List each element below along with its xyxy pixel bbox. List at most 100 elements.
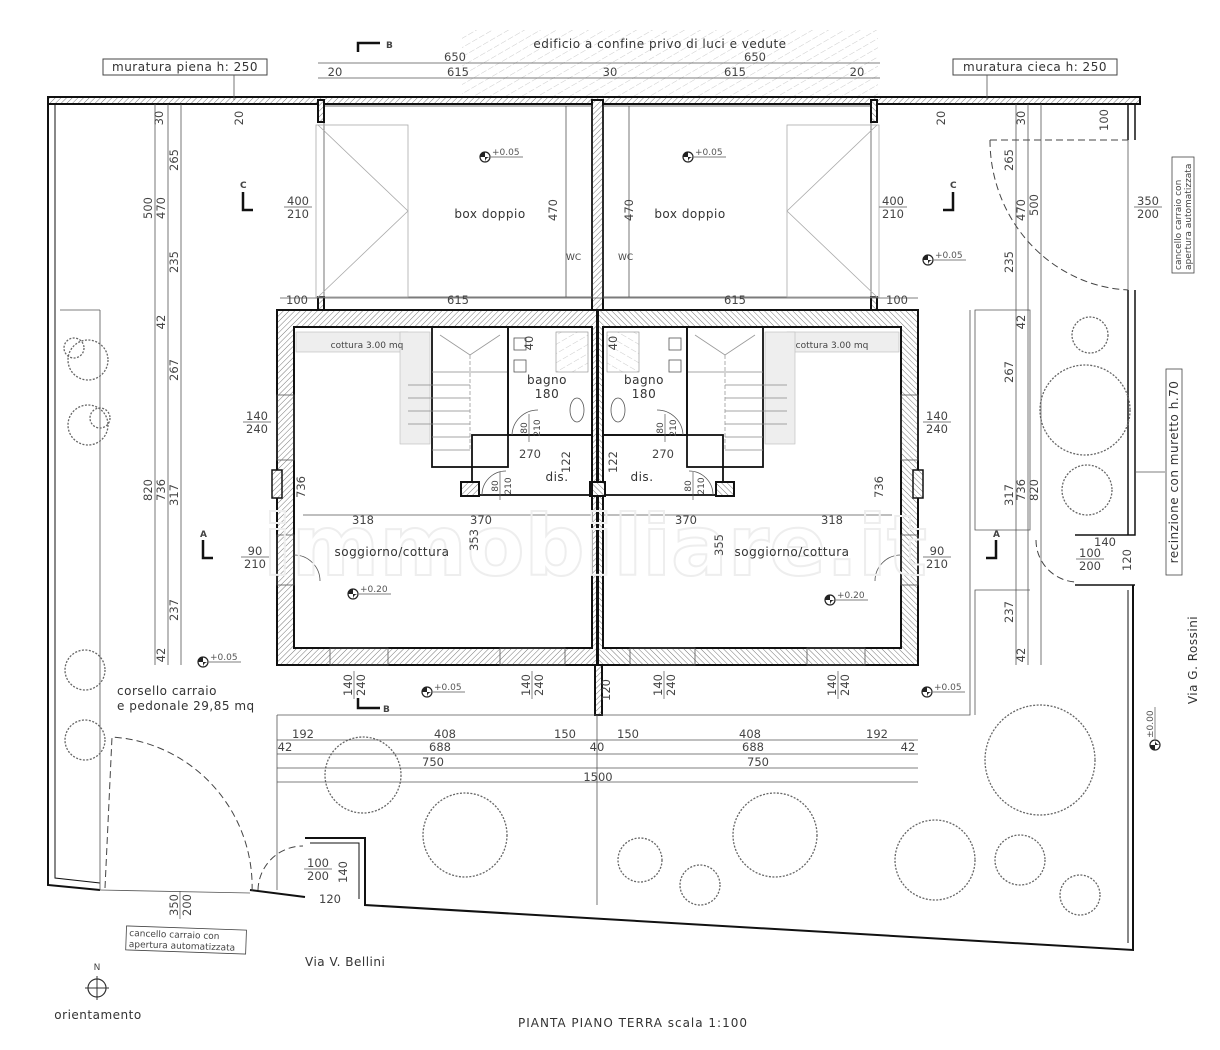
dimension-label: 42 <box>901 740 916 754</box>
dimension-label: 650 <box>444 50 466 64</box>
dimension-label: 30 <box>152 111 166 126</box>
level-marker: +0.20 <box>347 585 391 600</box>
dimension-label: 736 <box>294 476 308 498</box>
room-living-east: soggiorno/cottura <box>735 545 850 559</box>
level-marker: +0.20 <box>824 591 868 606</box>
opening-width: 80 <box>520 422 530 434</box>
dimension-label: 318 <box>352 513 374 527</box>
opening-width: 140 <box>926 409 948 423</box>
opening-width: 400 <box>287 194 309 208</box>
dimension-label: 40 <box>522 336 536 351</box>
dimension-label: 40 <box>606 336 620 351</box>
dimension-label: 317 <box>1002 484 1016 506</box>
dimension-label: 615 <box>447 65 469 79</box>
dimension-label: 615 <box>724 65 746 79</box>
dimension-label: 500 <box>1027 194 1041 216</box>
dimension-label: 408 <box>434 727 456 741</box>
dimension-label: 267 <box>1002 361 1016 383</box>
dimension-label: 267 <box>167 359 181 381</box>
opening-width: 100 <box>307 856 329 870</box>
dimension-label: 140 <box>336 861 350 883</box>
north-compass-icon <box>85 976 109 1000</box>
opening-width: 140 <box>825 674 839 696</box>
level-value: +0.05 <box>935 251 963 261</box>
opening-height: 210 <box>669 419 679 436</box>
dimension-label: 30 <box>603 65 618 79</box>
dimension-label: 270 <box>519 447 541 461</box>
opening-height: 210 <box>533 419 543 436</box>
fence-note-text: recinzione con muretto h.70 <box>1167 381 1181 564</box>
dimension-label: 42 <box>154 315 168 330</box>
opening-height: 240 <box>838 674 852 696</box>
pedestrian-gate-south <box>257 845 304 891</box>
level-value: +0.05 <box>492 148 520 158</box>
opening-labels: 4002104002103502001402401402409021090210… <box>167 194 1162 919</box>
dimension-label: 100 <box>286 293 308 307</box>
dimension-label: 40 <box>590 740 605 754</box>
opening-width: 350 <box>167 894 181 916</box>
neighbour-building <box>462 30 878 98</box>
dimension-label: 650 <box>744 50 766 64</box>
opening-width: 80 <box>656 422 666 434</box>
dimension-label: 100 <box>1097 109 1111 131</box>
room-bath-east: bagno <box>624 373 664 387</box>
wc-label: WC <box>566 253 581 263</box>
opening-width: 350 <box>1137 194 1159 208</box>
dimension-label: 150 <box>617 727 639 741</box>
gate-note-south: cancello carraio con apertura automatizz… <box>125 925 247 955</box>
gate-note-south-1: cancello carraio con <box>129 929 220 942</box>
dimension-label: 237 <box>1002 601 1016 623</box>
dimension-label: 270 <box>652 447 674 461</box>
dimension-label: 30 <box>1014 111 1028 126</box>
gate-note-east-1: cancello carraio con <box>1174 180 1184 270</box>
level-value: +0.05 <box>434 683 462 693</box>
opening-height: 210 <box>287 207 309 221</box>
dimension-label: 318 <box>821 513 843 527</box>
opening-width: 90 <box>248 544 263 558</box>
room-hall-west: dis. <box>545 470 568 484</box>
opening-width: 140 <box>341 674 355 696</box>
dimension-label: 688 <box>742 740 764 754</box>
opening-width: 140 <box>246 409 268 423</box>
opening-height: 210 <box>882 207 904 221</box>
section-b-top: B <box>386 41 393 51</box>
opening-height: 200 <box>307 869 329 883</box>
dimension-label: 317 <box>167 484 181 506</box>
wall-note-left: muratura piena h: 250 <box>102 58 268 100</box>
wall-note-right-text: muratura cieca h: 250 <box>963 60 1107 74</box>
dimension-label: 192 <box>866 727 888 741</box>
opening-height: 240 <box>246 422 268 436</box>
dimension-label: 42 <box>154 648 168 663</box>
dimension-label: 470 <box>546 199 560 221</box>
level-marker: +0.05 <box>421 683 465 698</box>
dimension-label: 820 <box>1027 479 1041 501</box>
property-boundaries <box>47 104 1136 952</box>
section-a-left: A <box>200 530 207 540</box>
level-marker: +0.05 <box>922 251 966 266</box>
pedestrian-gate-east <box>1035 539 1076 583</box>
bath-east-height: 180 <box>632 387 656 401</box>
level-value: +0.05 <box>695 148 723 158</box>
level-value: +0.05 <box>934 683 962 693</box>
section-c-right: C <box>950 181 957 191</box>
watermark: immobiliare.it <box>263 497 927 595</box>
opening-width: 100 <box>1079 546 1101 560</box>
dimension-label: 470 <box>154 197 168 219</box>
gate-swing-east <box>989 139 1129 291</box>
dimension-label: 237 <box>167 599 181 621</box>
dimension-label: 150 <box>554 727 576 741</box>
opening-width: 400 <box>882 194 904 208</box>
dimension-label: 20 <box>850 65 865 79</box>
gate-note-south-2: apertura automatizzata <box>129 940 236 954</box>
dimension-label: 736 <box>1014 479 1028 501</box>
opening-width: 140 <box>519 674 533 696</box>
